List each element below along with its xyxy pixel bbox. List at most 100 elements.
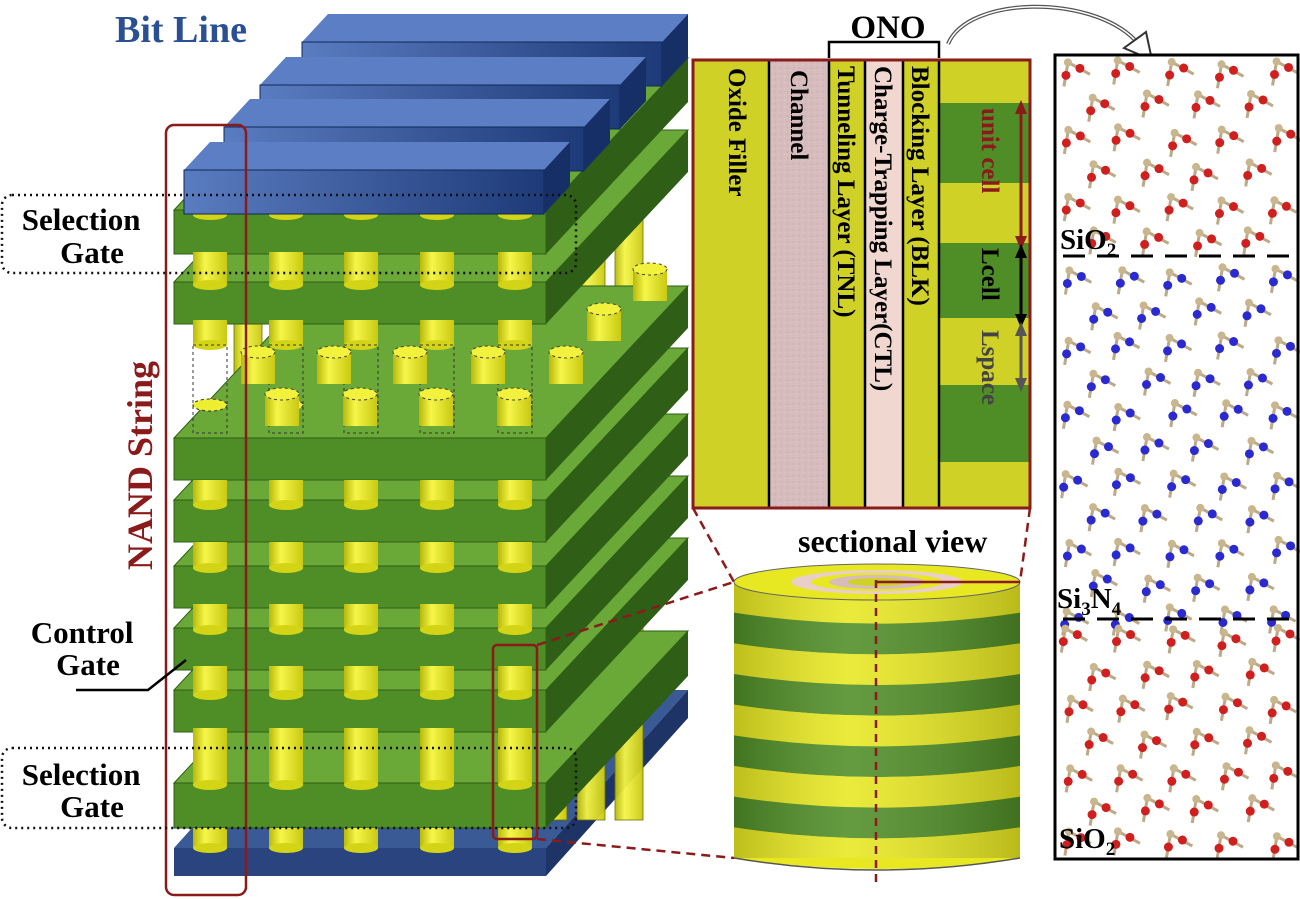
atom bbox=[1220, 472, 1229, 481]
atom bbox=[1089, 369, 1098, 378]
atom bbox=[1281, 701, 1291, 711]
layer-label-oxide-filler: Oxide Filler bbox=[723, 68, 750, 196]
atom bbox=[1231, 634, 1241, 644]
pillar-front bbox=[193, 252, 227, 285]
atom bbox=[1269, 773, 1279, 783]
atom bbox=[1078, 700, 1088, 710]
pillar-cut-top bbox=[496, 387, 532, 401]
atom bbox=[1062, 840, 1072, 850]
atom bbox=[1061, 470, 1070, 479]
atom bbox=[1138, 743, 1148, 753]
pillar-front bbox=[193, 828, 227, 848]
atom bbox=[1088, 93, 1097, 102]
atom bbox=[1151, 306, 1161, 316]
bit-line bbox=[183, 169, 545, 215]
pillar-cut-top bbox=[586, 302, 622, 316]
atom bbox=[1087, 675, 1097, 685]
atom bbox=[1076, 833, 1086, 843]
pillar-cut-top bbox=[470, 345, 506, 359]
atom bbox=[1163, 842, 1173, 852]
atom bbox=[1075, 63, 1085, 73]
curved-arrow-icon bbox=[946, 4, 1137, 45]
pillar-hidden bbox=[497, 344, 533, 434]
atom bbox=[1086, 106, 1096, 116]
atom bbox=[1064, 125, 1073, 134]
gate-stripe bbox=[939, 243, 1030, 318]
atom bbox=[1077, 769, 1087, 779]
atom bbox=[1125, 473, 1135, 483]
atom bbox=[1091, 569, 1100, 578]
atom bbox=[1220, 605, 1229, 614]
atom bbox=[1165, 552, 1175, 562]
control-gate-plate bbox=[173, 627, 547, 671]
pillar-hidden bbox=[268, 344, 304, 434]
bit-line-side bbox=[544, 142, 570, 214]
atom bbox=[1193, 516, 1203, 526]
unit-cell-label: unit cell bbox=[976, 108, 1003, 193]
atom bbox=[1281, 201, 1291, 211]
atom bbox=[1217, 641, 1227, 651]
pillar-bottom bbox=[193, 690, 227, 700]
atom bbox=[1125, 832, 1135, 842]
atom bbox=[1245, 670, 1255, 680]
control-gate-plate-side bbox=[546, 414, 688, 608]
atomic-structure-panel bbox=[1053, 53, 1300, 861]
atom bbox=[1137, 313, 1147, 323]
pillar-front bbox=[344, 828, 378, 848]
zoom-line-lower bbox=[536, 837, 735, 860]
atom bbox=[1255, 231, 1265, 241]
atom bbox=[1140, 730, 1149, 739]
atom bbox=[1169, 469, 1178, 478]
atom bbox=[1075, 131, 1085, 141]
atom bbox=[1217, 484, 1227, 494]
pillar-bottom bbox=[420, 625, 454, 635]
atom bbox=[1125, 337, 1135, 347]
atom bbox=[1089, 662, 1098, 671]
atom bbox=[1154, 666, 1164, 676]
atom bbox=[1196, 503, 1205, 512]
gate-stripe bbox=[939, 462, 1030, 508]
pillar-bottom bbox=[420, 780, 454, 790]
atom bbox=[1231, 477, 1241, 487]
atom bbox=[1270, 844, 1280, 854]
pillar-bottom bbox=[193, 625, 227, 635]
atom bbox=[1245, 517, 1255, 527]
pillar-bottom bbox=[498, 625, 532, 635]
pillar-bottom bbox=[193, 340, 227, 350]
atom bbox=[1191, 586, 1201, 596]
atom bbox=[1101, 668, 1111, 678]
atom bbox=[1101, 165, 1111, 175]
atom bbox=[1076, 544, 1086, 554]
atom bbox=[1177, 273, 1187, 283]
atom bbox=[1166, 830, 1175, 839]
atom bbox=[1271, 636, 1281, 646]
atom bbox=[1062, 278, 1072, 288]
atom bbox=[1217, 831, 1226, 840]
atom bbox=[1272, 136, 1282, 146]
atom bbox=[1168, 411, 1178, 421]
atom bbox=[1243, 738, 1253, 748]
atom bbox=[1063, 776, 1073, 786]
atom bbox=[1193, 573, 1202, 582]
atom bbox=[1205, 374, 1215, 384]
atom bbox=[1128, 769, 1138, 779]
atom bbox=[1269, 605, 1278, 614]
atom bbox=[1244, 298, 1253, 307]
atom bbox=[1111, 68, 1121, 78]
atom bbox=[1207, 509, 1217, 519]
atom bbox=[1193, 90, 1202, 99]
gate-stripe bbox=[939, 385, 1030, 462]
layer-label-blocking: Blocking Layer (BLK) bbox=[906, 66, 933, 306]
pillar-bottom bbox=[269, 780, 303, 790]
atom bbox=[1195, 297, 1204, 306]
atom bbox=[1166, 637, 1176, 647]
pillar-bottom bbox=[193, 500, 227, 510]
pillar-cut-top bbox=[418, 387, 454, 401]
pillar-hidden bbox=[343, 344, 379, 434]
bit-line-side bbox=[584, 99, 610, 171]
atom bbox=[1139, 301, 1148, 310]
pillar-front bbox=[193, 728, 227, 785]
atom bbox=[1245, 158, 1254, 167]
ono-bracket bbox=[827, 40, 941, 58]
atom bbox=[1169, 625, 1178, 634]
